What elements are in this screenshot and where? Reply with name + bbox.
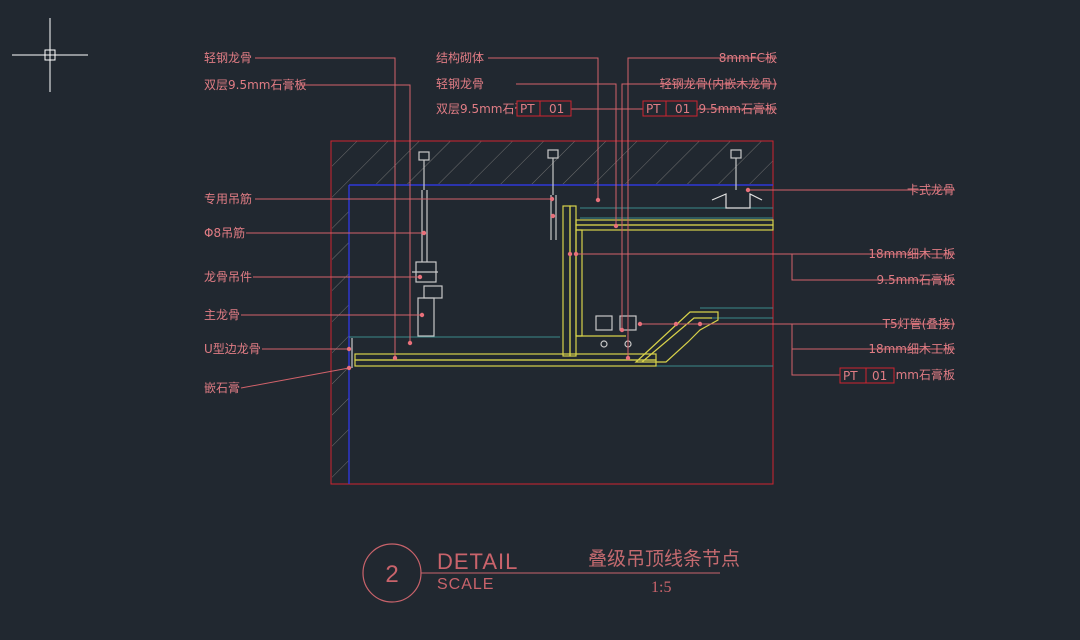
label-fc-board: 8mmFC板 [719, 51, 777, 65]
material-tag: PT 01 [839, 367, 895, 384]
label-card-keel: 卡式龙骨 [907, 183, 955, 197]
scale-label: SCALE [437, 576, 494, 593]
label-blockboard-18: 18mm细木工板 [868, 247, 955, 261]
card-keel [711, 193, 763, 209]
label-phi8-hanger: Φ8吊筋 [204, 225, 245, 240]
leader-dots [346, 187, 751, 371]
label-main-keel: 主龙骨 [204, 308, 240, 322]
tag-code: PT [843, 369, 858, 383]
label-double-gypsum: 双层9.5mm石膏板 [204, 77, 306, 92]
labels-middle: 结构砌体 轻钢龙骨 双层9.5mm石膏板 [436, 50, 538, 116]
label-t5-lamp: T5灯管(叠接) [882, 316, 955, 331]
detail-number: 2 [385, 561, 398, 588]
label-u-edge-keel: U型边龙骨 [204, 342, 261, 356]
leader-lines [240, 57, 955, 389]
label-light-steel-keel: 轻钢龙骨 [204, 51, 252, 65]
crosshair-cursor-icon [12, 18, 88, 92]
label-gypsum-95: 9.5mm石膏板 [877, 272, 955, 287]
label-double-gypsum-2: 双层9.5mm石膏板 [436, 101, 538, 116]
label-double-gypsum-3: 双层9.5mm石膏板 [675, 101, 777, 116]
detail-title: 叠级吊顶线条节点 [588, 548, 740, 570]
labels-right: 卡式龙骨 18mm细木工板 9.5mm石膏板 T5灯管(叠接) 18mm细木工板… [868, 183, 955, 382]
label-blockboard-18-2: 18mm细木工板 [868, 342, 955, 356]
labels-top-right: 8mmFC板 轻钢龙骨(内嵌木龙骨) 双层9.5mm石膏板 [660, 51, 777, 116]
detail-label: DETAIL [437, 549, 518, 574]
section-boundary [330, 140, 774, 485]
tag-code: PT [520, 102, 535, 116]
label-embedded-gypsum: 嵌石膏 [204, 380, 240, 395]
reference-lines [349, 207, 773, 367]
labels-left: 轻钢龙骨 双层9.5mm石膏板 专用吊筋 Φ8吊筋 龙骨吊件 主龙骨 U型边龙骨… [204, 51, 306, 395]
material-tag: PT 01 [642, 100, 698, 117]
tag-num: 01 [549, 102, 564, 116]
label-light-steel-keel-2: 轻钢龙骨 [436, 77, 484, 91]
tag-num: 01 [872, 369, 887, 383]
label-gypsum-95-2: 9.5mm石膏板 [877, 367, 955, 382]
tag-num: 01 [675, 102, 690, 116]
label-keel-with-wood: 轻钢龙骨(内嵌木龙骨) [660, 77, 777, 91]
material-tag: PT 01 [516, 100, 572, 117]
label-keel-hanger-part: 龙骨吊件 [204, 270, 252, 284]
title-block: 2 DETAIL SCALE 叠级吊顶线条节点 1:5 [362, 543, 740, 603]
label-special-hanger: 专用吊筋 [204, 191, 252, 206]
scale-ratio: 1:5 [651, 579, 671, 596]
gypsum-boards [354, 205, 774, 367]
structure-outline [348, 184, 773, 484]
label-structure-masonry: 结构砌体 [436, 50, 484, 65]
tag-code: PT [646, 102, 661, 116]
